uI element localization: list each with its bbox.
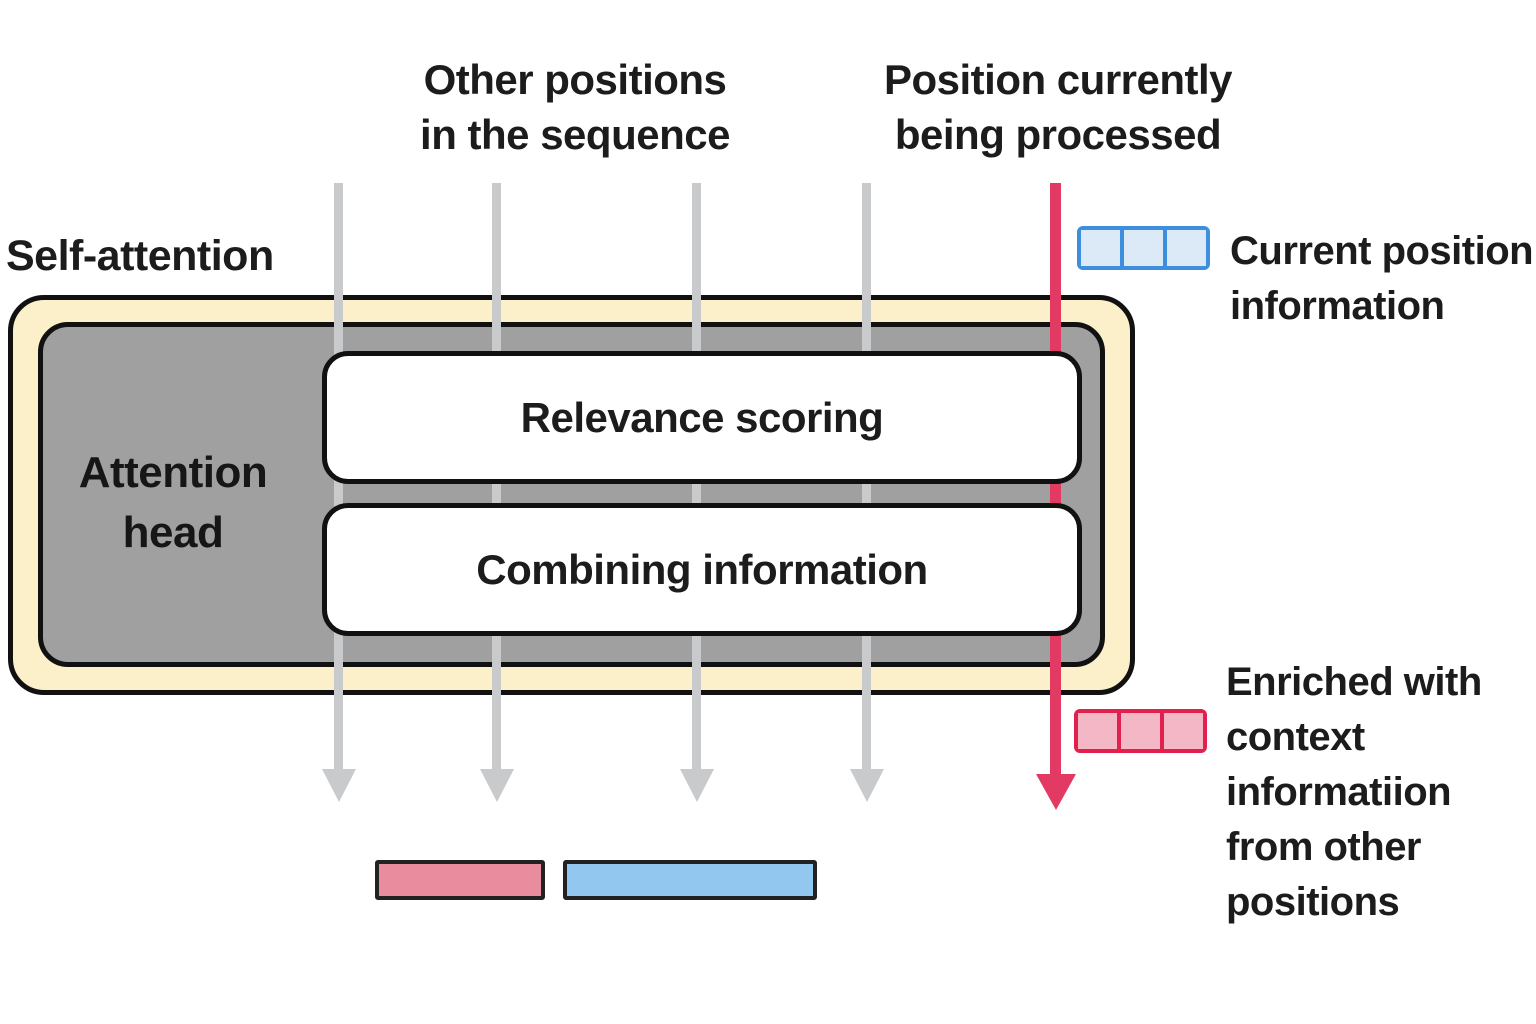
- current-position-label: Position currently being processed: [838, 52, 1278, 162]
- token-cell: [1121, 713, 1160, 749]
- arrow-down-icon: [479, 769, 514, 802]
- enriched-legend-line3: informatiion: [1226, 770, 1452, 814]
- token-cell: [1124, 230, 1163, 266]
- current-position-label-line1: Position currently: [883, 56, 1233, 103]
- self-attention-title: Self-attention: [6, 232, 274, 280]
- token-cell: [1081, 230, 1120, 266]
- token-cell: [1164, 713, 1203, 749]
- combining-information-box: Combining information: [322, 503, 1082, 636]
- arrow-down-icon: [679, 769, 714, 802]
- arrow-down-icon: [1035, 774, 1076, 810]
- enriched-context-legend-text: Enriched with context informatiion from …: [1226, 655, 1536, 930]
- current-position-legend-text: Current position information: [1230, 224, 1536, 334]
- other-positions-label: Other positions in the sequence: [355, 52, 795, 162]
- other-positions-label-line1: Other positions: [423, 56, 727, 103]
- current-position-chip: [1077, 226, 1210, 270]
- enriched-legend-line4: from other: [1226, 825, 1422, 869]
- current-position-label-line2: being processed: [894, 111, 1222, 158]
- current-legend-line1: Current position: [1230, 229, 1534, 273]
- current-legend-line2: information: [1230, 284, 1445, 328]
- enriched-context-chip: [1074, 709, 1207, 753]
- attention-head-title-line1: Attention: [78, 448, 268, 497]
- pink-token-bar: [375, 860, 545, 900]
- relevance-scoring-label: Relevance scoring: [520, 393, 884, 441]
- attention-head-title: Attention head: [58, 443, 288, 563]
- enriched-legend-line1: Enriched with: [1226, 660, 1482, 704]
- attention-head-title-line2: head: [122, 508, 224, 557]
- relevance-scoring-box: Relevance scoring: [322, 351, 1082, 484]
- enriched-legend-line2: context: [1226, 715, 1365, 759]
- arrow-down-icon: [849, 769, 884, 802]
- token-cell: [1167, 230, 1206, 266]
- other-positions-label-line2: in the sequence: [420, 111, 730, 158]
- enriched-legend-line5: positions: [1226, 880, 1400, 924]
- blue-token-bar: [563, 860, 817, 900]
- combining-information-label: Combining information: [476, 545, 928, 593]
- token-cell: [1078, 713, 1117, 749]
- arrow-down-icon: [321, 769, 356, 802]
